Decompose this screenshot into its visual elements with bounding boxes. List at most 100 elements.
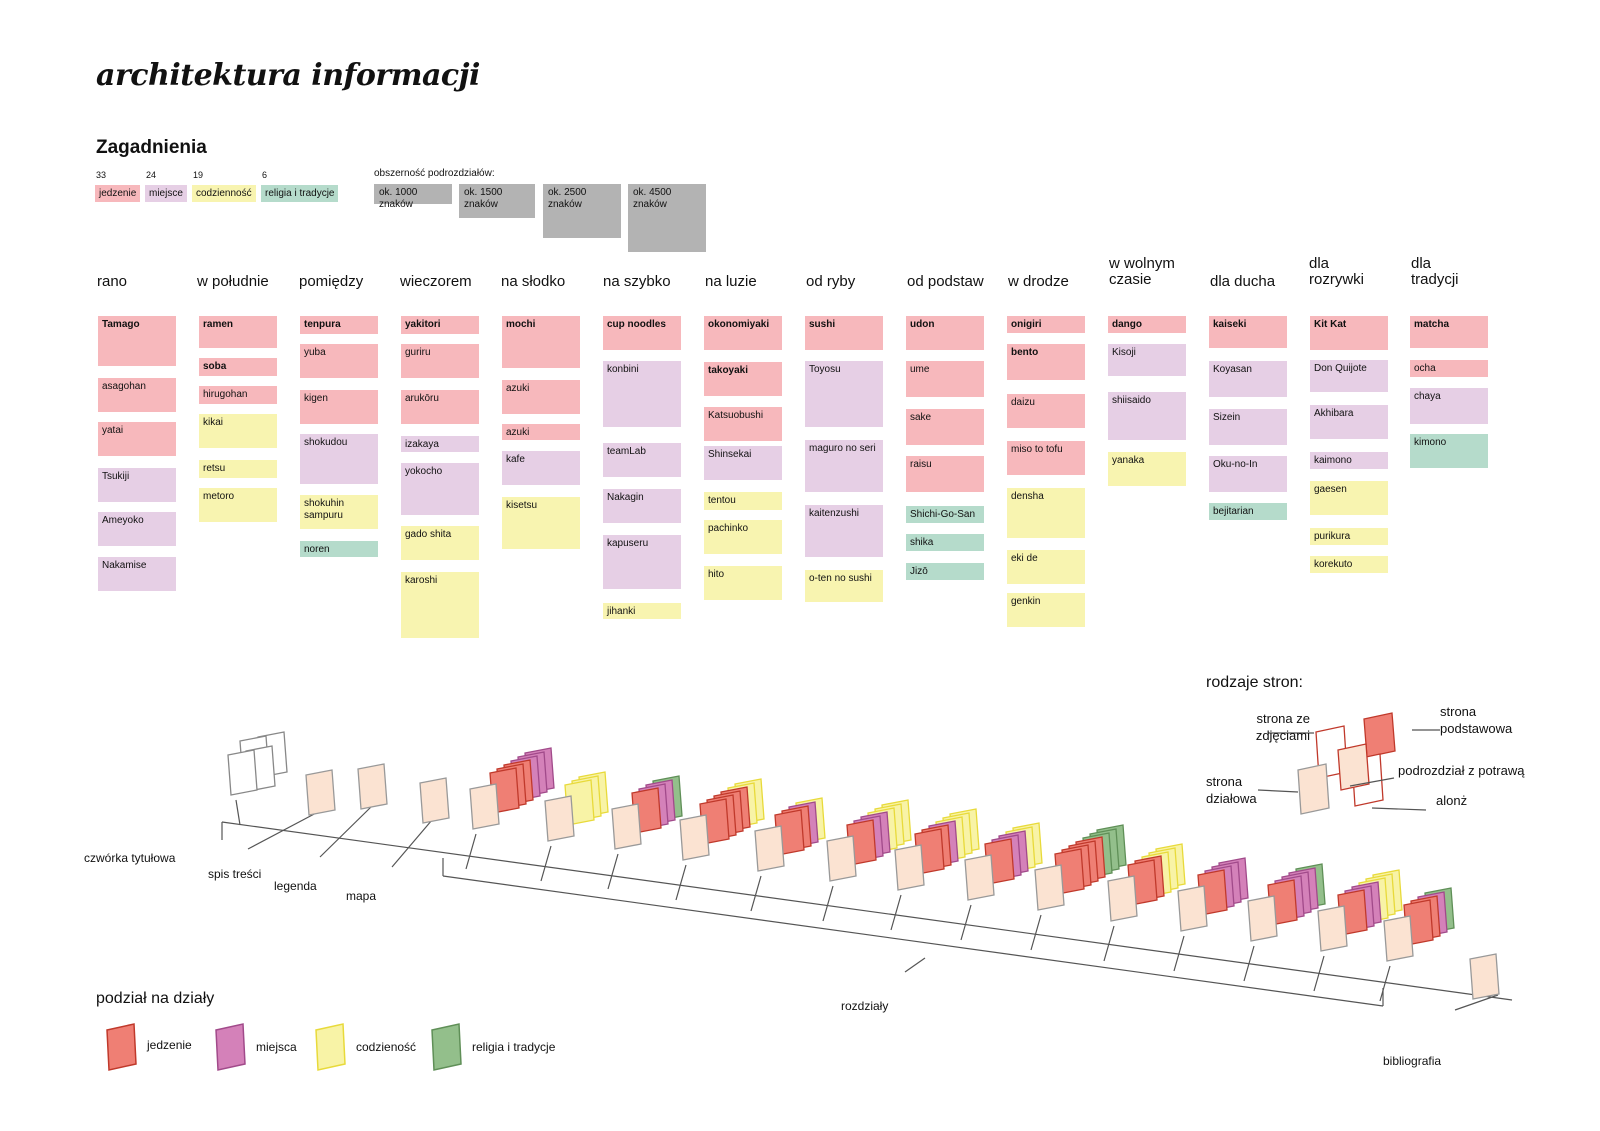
bibliography-label: bibliografia [1383,1054,1442,1068]
topic-cell: karoshi [401,572,479,638]
topic-cell: genkin [1007,593,1085,627]
topic-cell: kaimono [1310,452,1388,469]
timeline-tick [319,805,373,858]
sections-legend-daily: codzieność [356,1040,417,1054]
topic-cell: shokudou [300,434,378,484]
column-header: na luzie [705,273,757,290]
front-matter-page [357,763,388,810]
topic-cell: kigen [300,390,378,424]
section-page-label: strona działowa [1206,774,1257,806]
column-header: na słodko [501,273,566,290]
size-box-1500: ok. 1500 znaków [459,184,535,218]
topic-cell: Nakamise [98,557,176,591]
topic-cell: teamLab [603,443,681,477]
sections-legend-title: podział na działy [96,990,215,1007]
topic-cell: jihanki [603,603,681,619]
topic-cell: Kit Kat [1310,316,1388,350]
dish-page-shape [1337,743,1370,791]
topic-cell: gado shita [401,526,479,560]
timeline-tick [675,864,687,901]
column-header: od podstaw [907,273,984,290]
topic-cell: yuba [300,344,378,378]
timeline-ticks [235,799,1391,1002]
topic-cell: kikai [199,414,277,448]
topic-cell: Don Quijote [1310,360,1388,392]
topic-cell: guriru [401,344,479,378]
topic-cell: yokocho [401,463,479,515]
section-page [611,803,642,850]
topic-cell: Shinsekai [704,446,782,480]
main-axis [221,821,1513,1001]
topic-cell: bejitarian [1209,503,1287,520]
dish-page-label: podrozdział z potrawą [1398,763,1525,778]
topic-cell: yatai [98,422,176,456]
timeline-tick [1313,955,1325,992]
topic-cell: densha [1007,488,1085,538]
topic-cell: udon [906,316,984,350]
timeline-lines [221,821,1513,1011]
page-type-legend [1257,712,1440,815]
legend-leader-line [1257,789,1299,793]
topic-cell: tentou [704,492,782,510]
topic-cell: kisetsu [502,497,580,549]
topic-cell: kimono [1410,434,1488,468]
legend-tag-religion: religia i tradycje [261,185,339,202]
timeline-tick [1243,945,1255,982]
topic-cell: ramen [199,316,277,348]
topic-cell: konbini [603,361,681,427]
section-page [1107,875,1138,922]
topic-cell: kapuseru [603,535,681,589]
topic-cell: korekuto [1310,556,1388,573]
column-header: rano [97,273,128,290]
topic-cell: mochi [502,316,580,368]
front-matter-page [305,769,336,816]
timeline-tick [822,885,834,922]
section-page [964,854,995,901]
front-matter-page [419,777,450,824]
section-page [1317,905,1348,952]
timeline-tick [750,875,762,912]
legend-leader-line [1371,807,1427,811]
size-legend-label: obszerność podrozdziałów: [374,168,495,179]
topic-cell: kaiseki [1209,316,1287,348]
column-header: pomiędzy [299,273,364,290]
topic-cell: Toyosu [805,361,883,427]
topic-cell: Nakagin [603,489,681,523]
topic-cell: daizu [1007,394,1085,428]
topic-cell: soba [199,358,277,376]
topic-cell: tenpura [300,316,378,334]
column-header: w wolnym czasie [1109,255,1175,288]
legend-leader-line [1349,777,1395,787]
legend-label: legenda [274,879,317,893]
topic-cell: retsu [199,460,277,478]
topic-cell: yanaka [1108,452,1186,486]
section-page [544,795,575,842]
legend-tag-food: jedzenie [95,185,141,202]
topic-cell: eki de [1007,550,1085,584]
topic-cell: raisu [906,456,984,492]
cover-page [227,749,258,796]
topic-cell: Sizein [1209,409,1287,445]
topic-cell: cup noodles [603,316,681,350]
chapters-bar [442,875,1384,1007]
section-page-shape [1297,763,1330,815]
topic-cell: shiisaido [1108,392,1186,440]
legend-tag-place: miejsce [145,185,187,202]
column-header: dla tradycji [1411,255,1459,288]
sections-legend-food: jedzenie [147,1038,192,1052]
column-header: na szybko [603,273,671,290]
chapters-label: rozdziały [841,999,889,1013]
page-stacks [227,731,1500,1000]
topic-cell: hirugohan [199,386,277,404]
section-page [469,783,500,830]
topic-cell: metoro [199,488,277,522]
topic-cell: Shichi-Go-San [906,506,984,523]
topic-cell: kafe [502,451,580,485]
basic-page-shape [1363,712,1396,758]
topic-cell: kaitenzushi [805,505,883,557]
section-title: Zagadnienia [96,137,207,158]
topic-cell: yakitori [401,316,479,334]
page-types-title: rodzaje stron: [1206,674,1303,691]
topic-cell: noren [300,541,378,557]
timeline-tick [890,894,902,931]
